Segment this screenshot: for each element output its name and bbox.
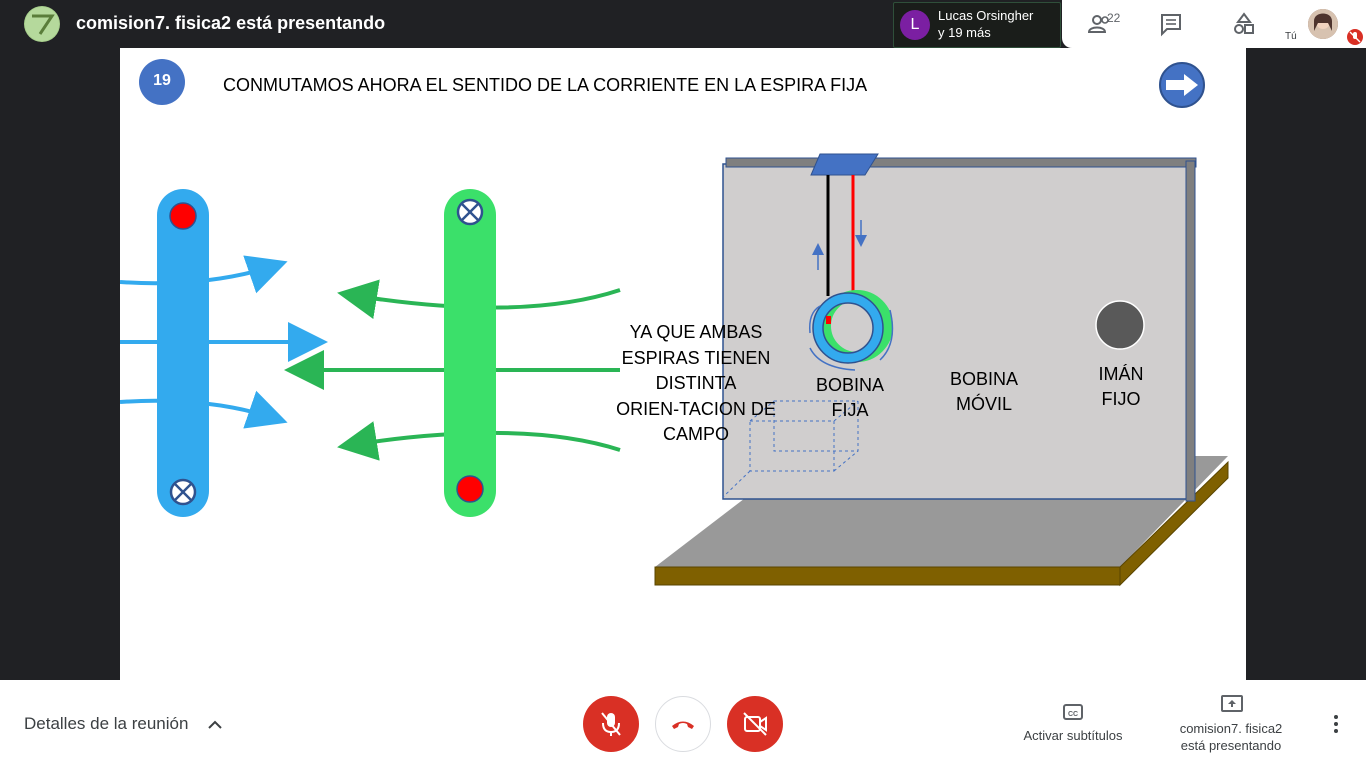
- participant-count: 22: [1107, 11, 1121, 25]
- shapes-icon[interactable]: [1230, 10, 1258, 38]
- people-icon[interactable]: [1086, 10, 1114, 38]
- participant-name-line2: y 19 más: [938, 25, 991, 40]
- meeting-details-label: Detalles de la reunión: [24, 714, 189, 733]
- apparatus-diagram: [654, 153, 1229, 587]
- chevron-up-icon[interactable]: [206, 716, 224, 734]
- presenting-label: comision7. fisica2 está presentando: [1179, 721, 1283, 753]
- self-label: Tú: [1285, 31, 1297, 42]
- participant-avatar: L: [900, 10, 930, 40]
- presenting-title: comision7. fisica2 está presentando: [76, 13, 386, 33]
- slide-number-badge: [139, 59, 185, 105]
- slide-title: CONMUTAMOS AHORA EL SENTIDO DE LA CORRIE…: [223, 75, 868, 95]
- mic-off-icon: [601, 712, 621, 736]
- svg-text:CC: CC: [1068, 711, 1078, 718]
- participant-name-line1: Lucas Orsingher: [938, 8, 1034, 23]
- cc-icon: CC: [1063, 704, 1083, 720]
- bottom-bar: Detalles de la reunión CC Activar subtít…: [0, 680, 1366, 768]
- participant-chip[interactable]: L Lucas Orsingher y 19 más: [893, 2, 1061, 48]
- presentation-slide: 19 CONMUTAMOS AHORA EL SENTIDO DE LA COR…: [120, 48, 1246, 680]
- blue-field-lines: [120, 255, 328, 429]
- slide-number: 19: [153, 72, 171, 89]
- label-bobina-movil: BOBINA MÓVIL: [949, 369, 1019, 414]
- participant-names: Lucas Orsingher y 19 más: [938, 7, 1033, 41]
- blue-coil: [157, 189, 209, 517]
- label-bobina-fija: BOBINA FIJA: [815, 375, 885, 420]
- mic-toggle-button[interactable]: [583, 696, 639, 752]
- self-avatar[interactable]: [1308, 9, 1338, 39]
- present-screen-icon: [1221, 695, 1243, 712]
- camera-toggle-button[interactable]: [727, 696, 783, 752]
- next-arrow-icon[interactable]: [1159, 62, 1205, 108]
- green-coil: [444, 189, 496, 517]
- phone-hangup-icon: [672, 721, 694, 729]
- chat-icon[interactable]: [1157, 10, 1185, 38]
- explanation-text: YA QUE AMBAS ESPIRAS TIENEN DISTINTA ORI…: [616, 322, 776, 444]
- top-bar: comision7. fisica2 está presentando L Lu…: [0, 0, 1366, 48]
- camera-off-icon: [743, 712, 767, 736]
- label-iman-fijo: IMÁN FIJO: [1098, 364, 1144, 409]
- more-vert-icon[interactable]: [1326, 713, 1346, 735]
- captions-label: Activar subtítulos: [1023, 728, 1123, 743]
- self-mic-off-icon: [1347, 29, 1363, 45]
- meeting-details-button[interactable]: Detalles de la reunión: [24, 714, 188, 734]
- presenter-avatar: [24, 6, 60, 42]
- leave-call-button[interactable]: [655, 696, 711, 752]
